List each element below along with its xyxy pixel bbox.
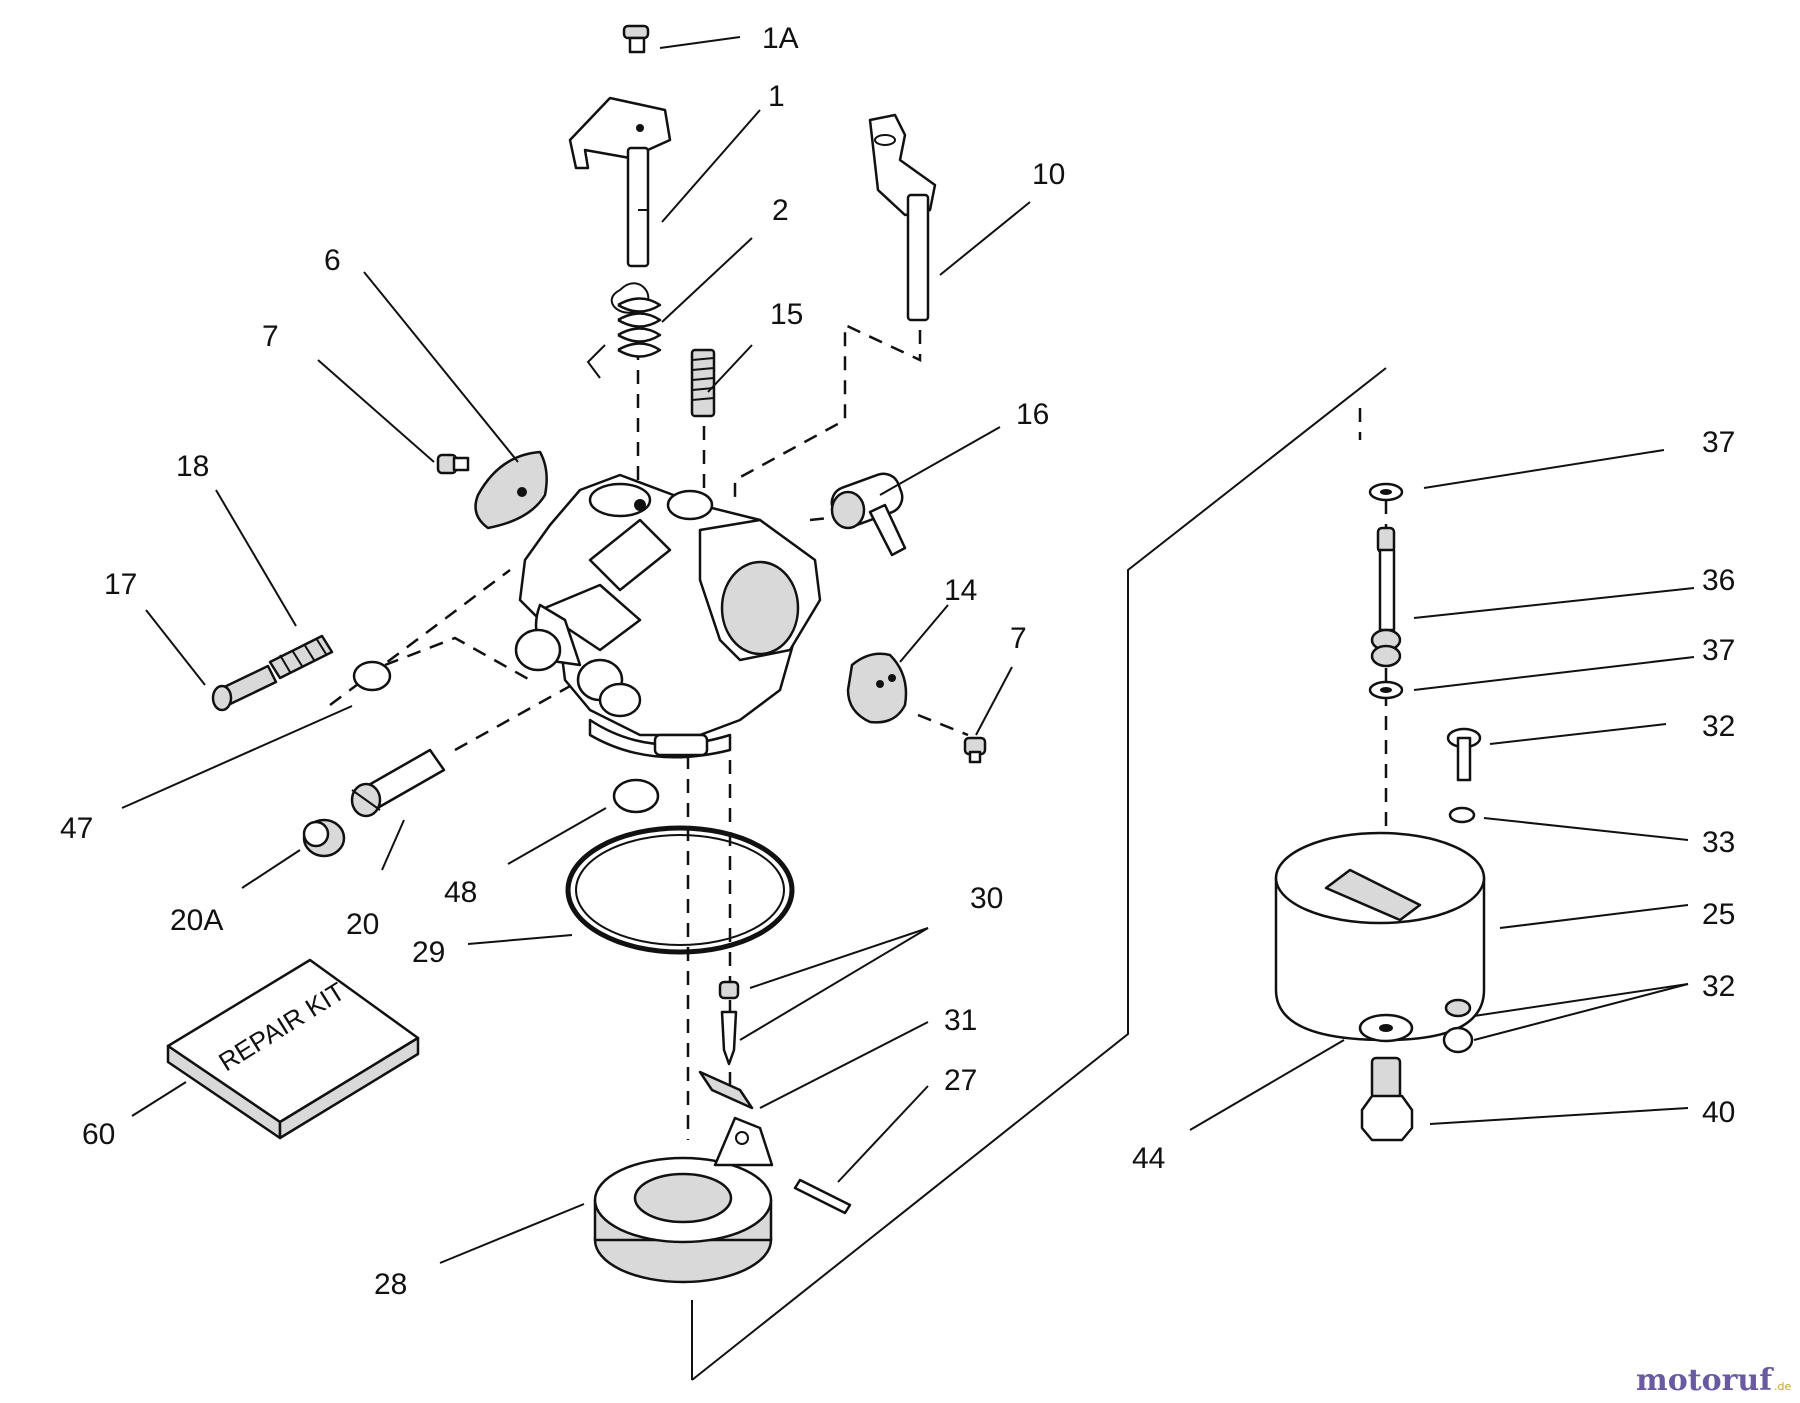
callout-20a: 20A: [170, 904, 223, 937]
choke-plate-screw: [436, 453, 470, 475]
main-jet-needle: [350, 748, 446, 818]
callout-14: 14: [944, 574, 977, 607]
callout-47: 47: [60, 812, 93, 845]
leader-lines: [121, 36, 1695, 1264]
callout-29: 29: [412, 936, 445, 969]
bowl-nut-stud: [1370, 526, 1402, 668]
mixture-screw: [211, 664, 278, 712]
callout-16: 16: [1016, 398, 1049, 431]
callout-17: 17: [104, 568, 137, 601]
throttle-shaft: [568, 96, 672, 268]
drain-plunger: [1446, 727, 1482, 782]
callout-1: 1: [768, 80, 785, 113]
callout-37-bottom: 37: [1702, 634, 1735, 667]
brand-name: motoruf: [1636, 1363, 1774, 1398]
drain-spring-valve: [1442, 998, 1474, 1054]
carburetor-body: [514, 473, 822, 759]
callout-30: 30: [970, 882, 1003, 915]
callout-2: 2: [772, 194, 789, 227]
bowl-gasket: [565, 825, 795, 955]
callout-6: 6: [324, 244, 341, 277]
fuel-inlet-fitting: [830, 472, 907, 557]
brand-watermark: motoruf .de: [1636, 1363, 1791, 1398]
mixture-screw-spring: [268, 634, 334, 680]
welch-plug: [352, 660, 392, 692]
washer-44: [1358, 1013, 1414, 1043]
needle-cap: [302, 818, 346, 858]
float-bowl: [1274, 831, 1486, 1042]
callout-48: 48: [444, 876, 477, 909]
washer-37-top: [1368, 482, 1404, 502]
brand-suffix: .de: [1774, 1380, 1791, 1393]
callout-28: 28: [374, 1268, 407, 1301]
callout-36: 36: [1702, 564, 1735, 597]
float: [593, 1116, 774, 1284]
callout-31: 31: [944, 1004, 977, 1037]
throttle-spring: [586, 282, 662, 379]
callout-20: 20: [346, 908, 379, 941]
callout-60: 60: [82, 1118, 115, 1151]
callout-15: 15: [770, 298, 803, 331]
washer-33: [1448, 806, 1476, 824]
callout-18: 18: [176, 450, 209, 483]
callout-labels: 1A 1 2 10 6 15 7 16 18 17 14 7 47 48 20A…: [60, 22, 1735, 1301]
float-bowl-frame: [691, 367, 1387, 1381]
repair-kit: REPAIR KIT: [166, 958, 420, 1140]
choke-shaft: [868, 113, 937, 322]
callout-7-lower: 7: [1010, 622, 1027, 655]
callout-10: 10: [1032, 158, 1065, 191]
idle-speed-screw: [690, 348, 716, 418]
callout-33: 33: [1702, 826, 1735, 859]
callout-32-top: 32: [1702, 710, 1735, 743]
callout-37-top: 37: [1702, 426, 1735, 459]
bowl-disc: [612, 778, 660, 814]
inlet-needle: [718, 980, 740, 1066]
callout-44: 44: [1132, 1142, 1165, 1175]
callout-1a: 1A: [762, 22, 799, 55]
callout-32-bottom: 32: [1702, 970, 1735, 1003]
float-pin: [793, 1178, 852, 1215]
needle-clip: [698, 1070, 754, 1110]
cover-plate: [846, 652, 908, 724]
cover-plate-screw: [963, 736, 987, 764]
callout-27: 27: [944, 1064, 977, 1097]
screw-1a: [622, 24, 650, 54]
callout-25: 25: [1702, 898, 1735, 931]
callout-40: 40: [1702, 1096, 1735, 1129]
choke-plate: [474, 450, 548, 530]
bowl-nut: [1360, 1056, 1414, 1142]
washer-37-bottom: [1368, 680, 1404, 700]
callout-7-upper: 7: [262, 320, 279, 353]
